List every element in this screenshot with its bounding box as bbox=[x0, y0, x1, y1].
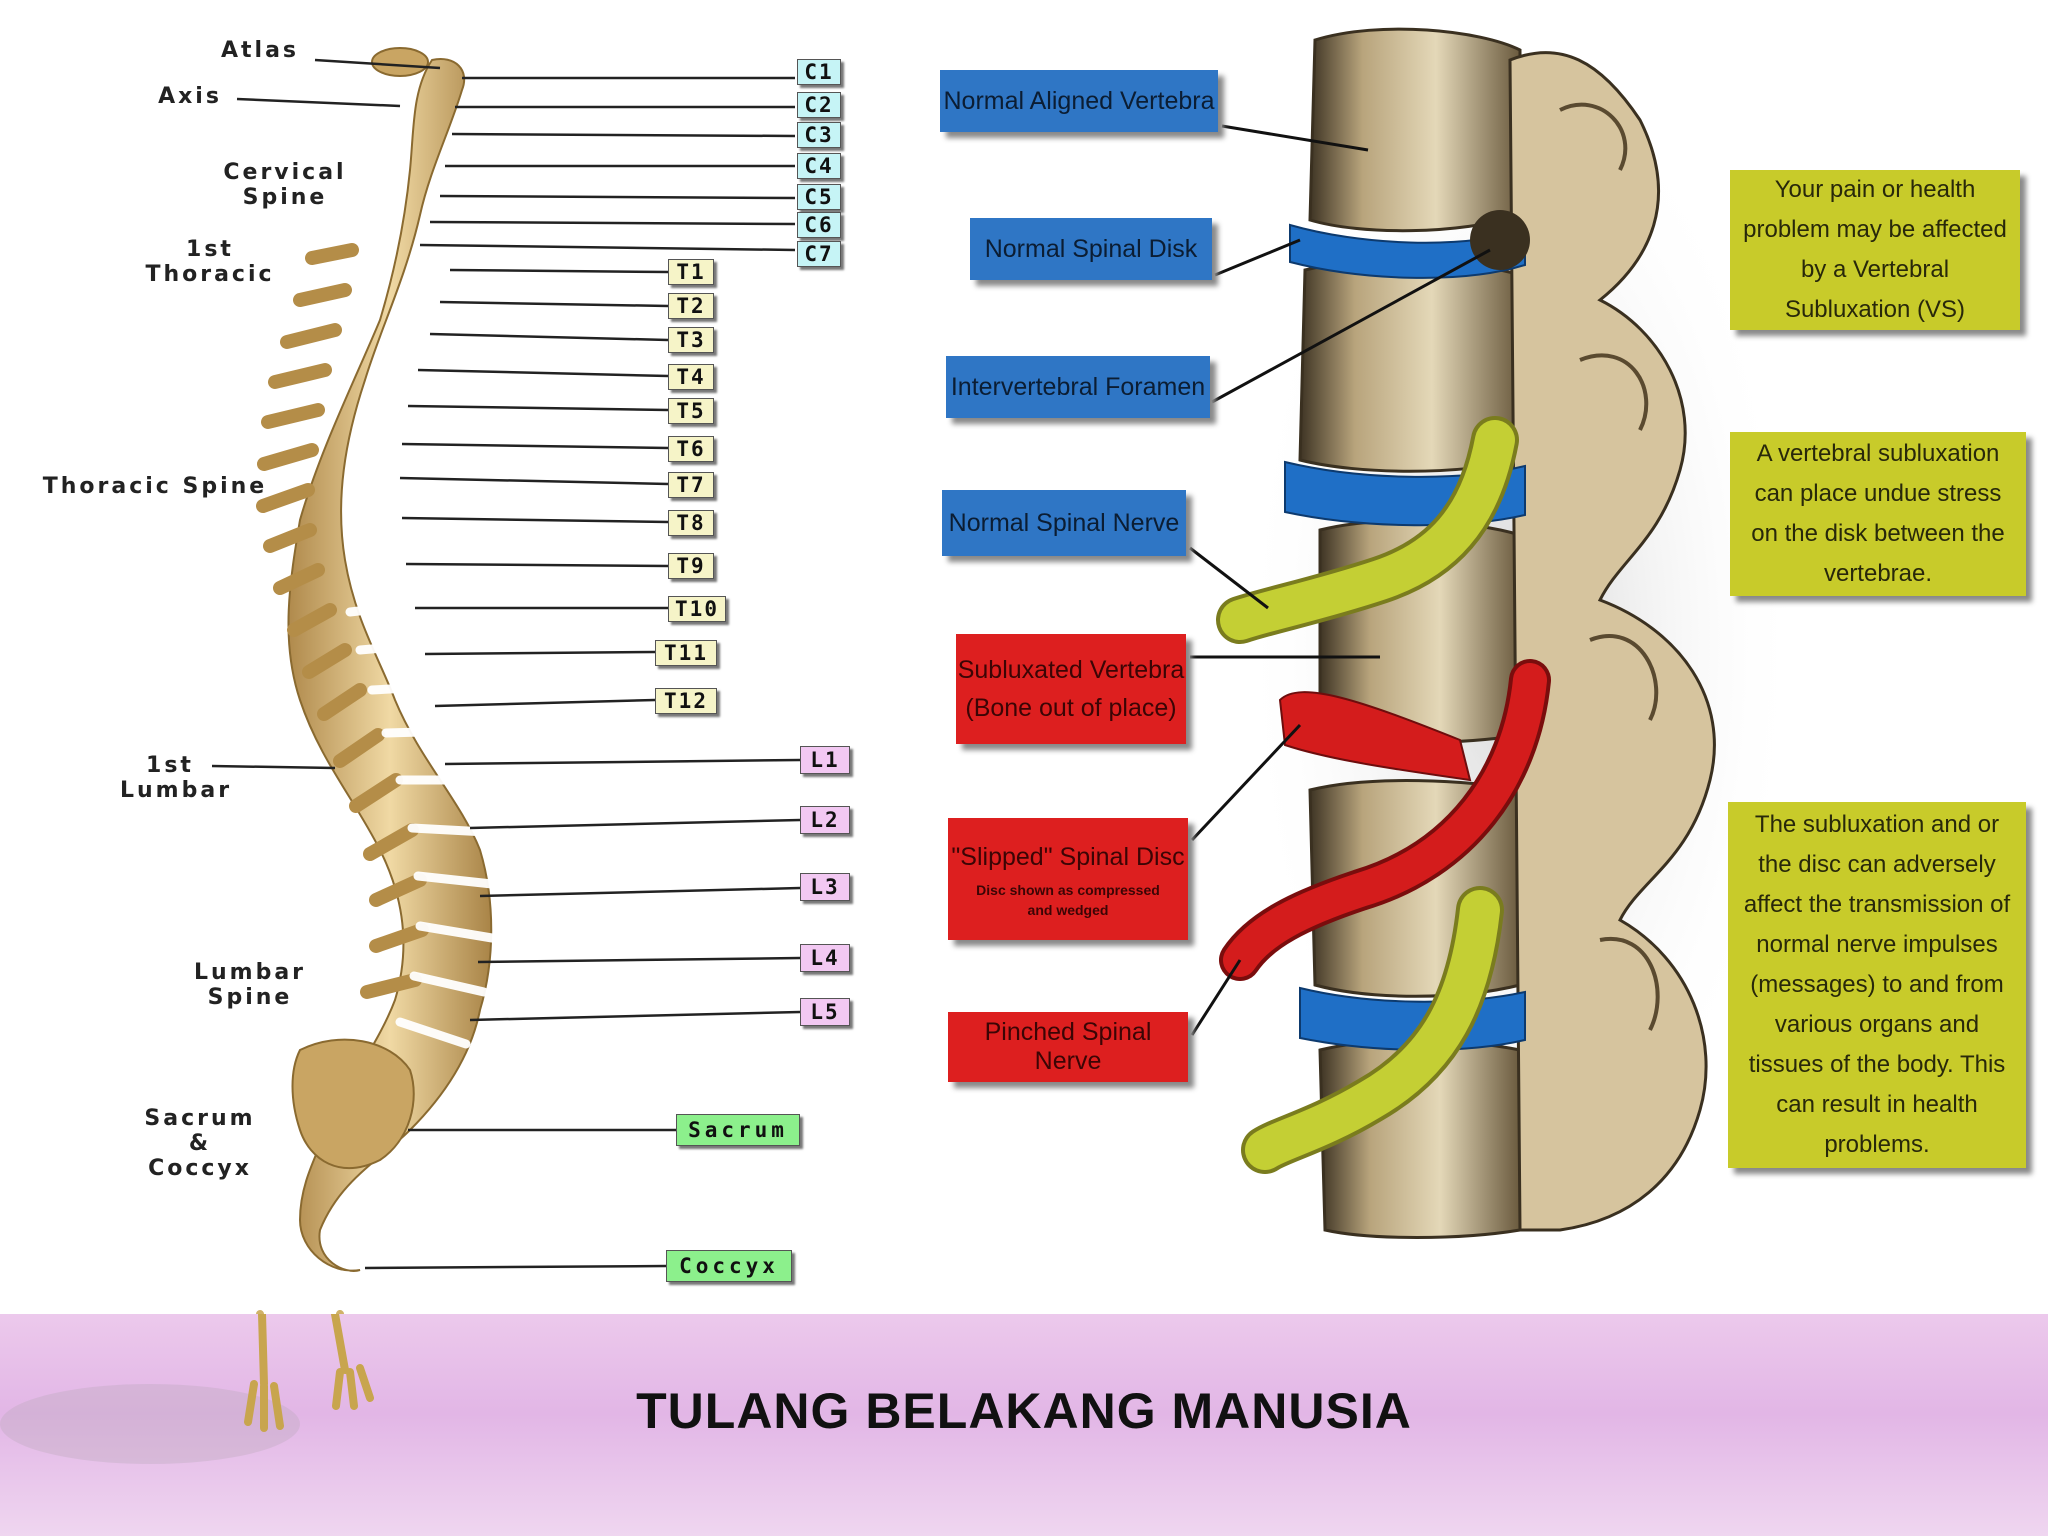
callout-subluxated-vertebra-subtitle: (Bone out of place) bbox=[965, 694, 1177, 722]
label-first-thoracic: 1st Thoracic bbox=[145, 237, 275, 287]
note-nerve-impulses: The subluxation and or the disc can adve… bbox=[1728, 802, 2026, 1168]
callout-slipped-disc: "Slipped" Spinal Disc Disc shown as comp… bbox=[948, 818, 1188, 940]
label-cervical-spine: Cervical Spine bbox=[223, 160, 347, 210]
callout-normal-aligned-vertebra: Normal Aligned Vertebra bbox=[940, 70, 1218, 132]
callout-subluxated-vertebra-title: Subluxated Vertebra bbox=[957, 656, 1185, 684]
callout-pinched-nerve: Pinched Spinal Nerve bbox=[948, 1012, 1188, 1082]
tag-t4: T4 bbox=[668, 364, 714, 390]
callout-slipped-disc-subtitle: Disc shown as compressed and wedged bbox=[976, 882, 1160, 918]
page-title: TULANG BELAKANG MANUSIA bbox=[636, 1383, 1412, 1439]
tag-t5: T5 bbox=[668, 398, 714, 424]
tag-l3: L3 bbox=[800, 873, 850, 901]
callout-slipped-disc-title: "Slipped" Spinal Disc bbox=[951, 843, 1185, 871]
callout-normal-spinal-disk: Normal Spinal Disk bbox=[970, 218, 1212, 280]
tag-t7: T7 bbox=[668, 472, 714, 498]
label-axis: Axis bbox=[158, 84, 222, 109]
tag-sacrum: Sacrum bbox=[676, 1114, 800, 1146]
tag-l5: L5 bbox=[800, 998, 850, 1026]
tag-t9: T9 bbox=[668, 553, 714, 579]
tag-c2: C2 bbox=[797, 92, 841, 118]
tag-c5: C5 bbox=[797, 184, 841, 210]
tag-t6: T6 bbox=[668, 436, 714, 462]
callout-intervertebral-foramen: Intervertebral Foramen bbox=[946, 356, 1210, 418]
label-sacrum-coccyx: Sacrum & Coccyx bbox=[144, 1106, 256, 1181]
callout-subluxated-vertebra: Subluxated Vertebra (Bone out of place) bbox=[956, 634, 1186, 744]
label-lumbar-spine: Lumbar Spine bbox=[193, 960, 307, 1010]
footer-skeleton-legs bbox=[0, 1314, 374, 1464]
tag-c7: C7 bbox=[797, 241, 841, 267]
tag-coccyx: Coccyx bbox=[666, 1250, 792, 1282]
note-vertebral-subluxation: Your pain or health problem may be affec… bbox=[1730, 170, 2020, 330]
spinal-column bbox=[256, 47, 497, 1272]
tag-t2: T2 bbox=[668, 293, 714, 319]
note-undue-stress: A vertebral subluxation can place undue … bbox=[1730, 432, 2026, 596]
tag-c6: C6 bbox=[797, 212, 841, 238]
tag-l1: L1 bbox=[800, 746, 850, 774]
callout-normal-spinal-nerve: Normal Spinal Nerve bbox=[942, 490, 1186, 556]
tag-c3: C3 bbox=[797, 122, 841, 148]
label-first-lumbar: 1st Lumbar bbox=[120, 753, 233, 803]
tag-t11: T11 bbox=[655, 640, 717, 666]
vertebra-closeup bbox=[1216, 27, 1800, 1240]
tag-t8: T8 bbox=[668, 510, 714, 536]
tag-c4: C4 bbox=[797, 153, 841, 179]
callout-leaders bbox=[1189, 124, 1491, 1036]
tag-t10: T10 bbox=[668, 596, 726, 622]
tag-t12: T12 bbox=[655, 688, 717, 714]
label-atlas: Atlas bbox=[220, 38, 300, 63]
tag-l4: L4 bbox=[800, 944, 850, 972]
tag-t3: T3 bbox=[668, 327, 714, 353]
leader-lines bbox=[211, 58, 801, 1270]
label-thoracic-spine: Thoracic Spine bbox=[42, 474, 268, 499]
tag-t1: T1 bbox=[668, 259, 714, 285]
tag-c1: C1 bbox=[797, 59, 841, 85]
tag-l2: L2 bbox=[800, 806, 850, 834]
